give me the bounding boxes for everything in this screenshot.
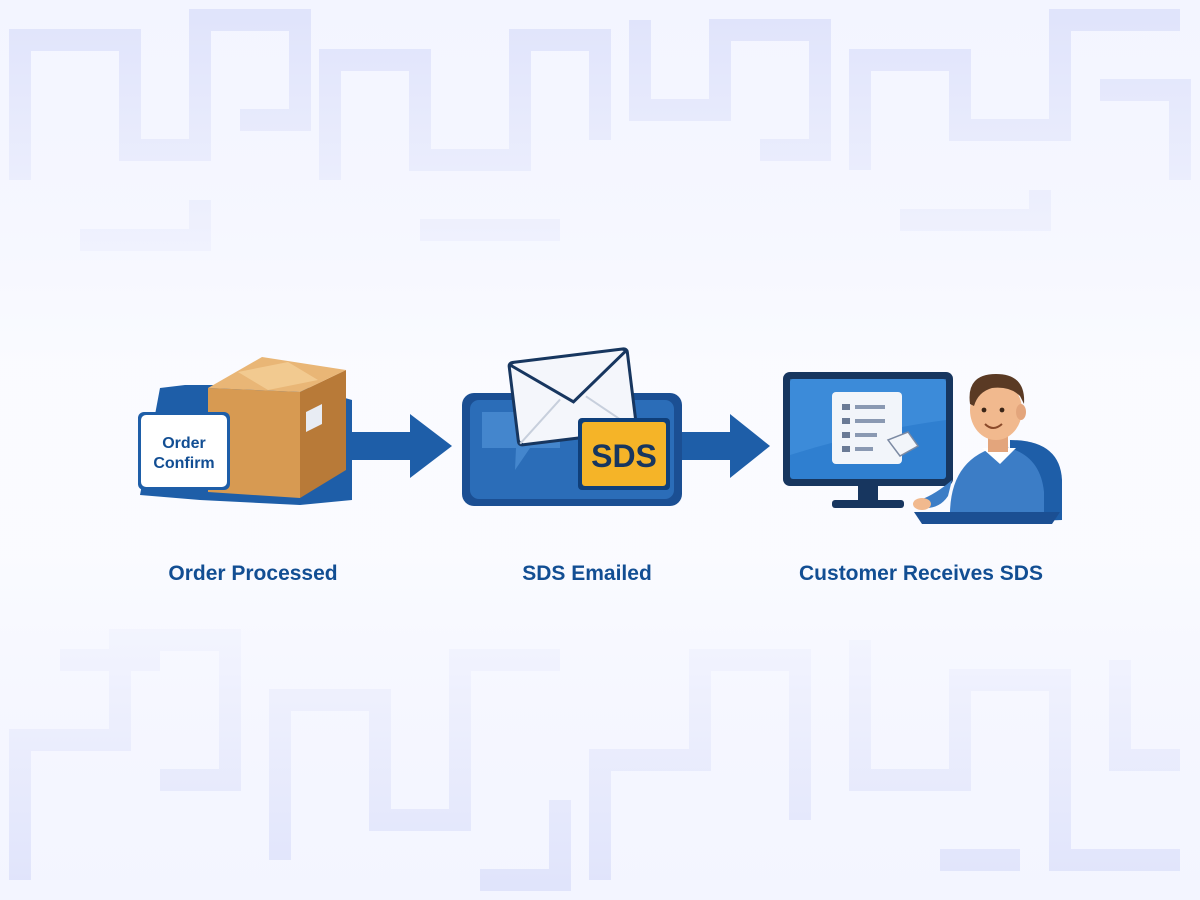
arrow-right-icon	[352, 414, 452, 478]
sds-badge-text: SDS	[591, 438, 657, 474]
card-text-line1: Order	[162, 435, 206, 452]
order-confirm-card	[138, 412, 230, 490]
customer-person-icon	[913, 374, 1062, 524]
customer-computer-icon	[783, 372, 1062, 524]
sds-badge	[578, 418, 670, 490]
email-envelope-icon: SDS	[462, 347, 682, 506]
step-label-sds-emailed: SDS Emailed	[522, 562, 652, 585]
arrow-right-icon	[682, 414, 770, 478]
package-box-icon: Order Confirm	[138, 357, 352, 505]
monitor-icon	[783, 372, 953, 508]
step-label-order-processed: Order Processed	[168, 562, 338, 585]
card-text-line2: Confirm	[153, 455, 214, 472]
step-label-customer-receives-sds: Customer Receives SDS	[799, 562, 1043, 585]
